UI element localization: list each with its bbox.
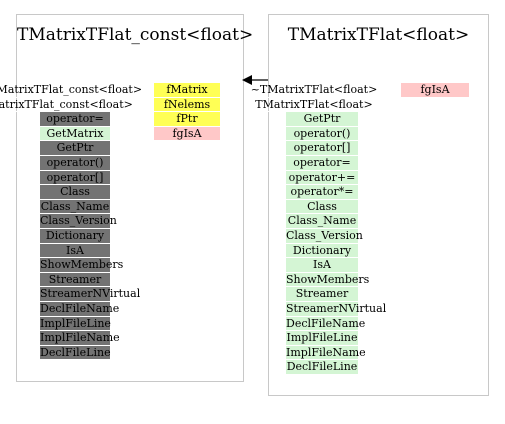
member-row[interactable]: DeclFileName [286, 316, 366, 332]
member-row[interactable]: ~TMatrixTFlat_const<float> [0, 83, 142, 98]
method-list-right: ~TMatrixTFlat<float>TMatrixTFlat<float>G… [246, 83, 387, 375]
member-row[interactable]: Streamer [286, 287, 358, 302]
member-row[interactable]: Class_Name [40, 199, 110, 215]
member-row[interactable]: DeclFileLine [286, 360, 358, 375]
member-row[interactable]: fMatrix [154, 83, 220, 98]
member-row[interactable]: operator[] [40, 170, 110, 186]
member-row[interactable]: Dictionary [286, 243, 358, 259]
member-row[interactable]: operator() [40, 155, 110, 171]
member-row[interactable]: Class_Version [40, 214, 117, 229]
member-row[interactable]: ImplFileLine [40, 316, 111, 332]
member-row[interactable]: IsA [40, 243, 110, 259]
member-row[interactable]: Class [40, 185, 110, 200]
member-row[interactable]: GetMatrix [40, 126, 110, 142]
class-title: TMatrixTFlat<float> [287, 25, 470, 45]
member-row[interactable]: GetPtr [286, 112, 358, 127]
member-row[interactable]: operator[] [286, 141, 358, 156]
member-row[interactable]: Dictionary [40, 228, 110, 244]
member-row[interactable]: ImplFileName [286, 345, 366, 361]
member-row[interactable]: DeclFileLine [40, 345, 111, 361]
inheritance-arrow-icon [242, 75, 268, 85]
member-row[interactable]: ImplFileLine [286, 331, 358, 346]
data-member-list-right: fgIsA [401, 83, 469, 98]
member-row[interactable]: operator*= [286, 185, 358, 200]
member-row[interactable]: Streamer [40, 272, 110, 288]
member-row[interactable]: IsA [286, 258, 358, 273]
member-row[interactable]: fNelems [154, 97, 220, 113]
class-title: TMatrixTFlat_const<float> [17, 25, 254, 45]
method-list-left: ~TMatrixTFlat_const<float>TMatrixTFlat_c… [0, 83, 142, 361]
member-row[interactable]: ShowMembers [286, 272, 370, 288]
member-row[interactable]: ImplFileName [40, 331, 120, 346]
member-row[interactable]: GetPtr [40, 141, 110, 156]
member-row[interactable]: operator+= [286, 170, 358, 186]
member-row[interactable]: DeclFileName [40, 301, 120, 317]
member-row[interactable]: fgIsA [401, 83, 469, 98]
member-row[interactable]: Class [286, 199, 358, 215]
member-row[interactable]: Class_Name [286, 214, 358, 229]
member-row[interactable]: TMatrixTFlat_const<float> [0, 98, 133, 113]
member-row[interactable]: operator= [286, 155, 358, 171]
member-row[interactable]: TMatrixTFlat<float> [246, 98, 382, 113]
member-row[interactable]: fgIsA [154, 126, 220, 142]
member-row[interactable]: ~TMatrixTFlat<float> [246, 83, 382, 98]
member-row[interactable]: StreamerNVirtual [286, 301, 387, 317]
member-row[interactable]: StreamerNVirtual [40, 287, 141, 302]
member-row[interactable]: operator() [286, 126, 358, 142]
member-row[interactable]: operator= [40, 112, 110, 127]
member-row[interactable]: Class_Version [286, 228, 363, 244]
member-row[interactable]: ShowMembers [40, 258, 124, 273]
member-row[interactable]: fPtr [154, 112, 220, 127]
